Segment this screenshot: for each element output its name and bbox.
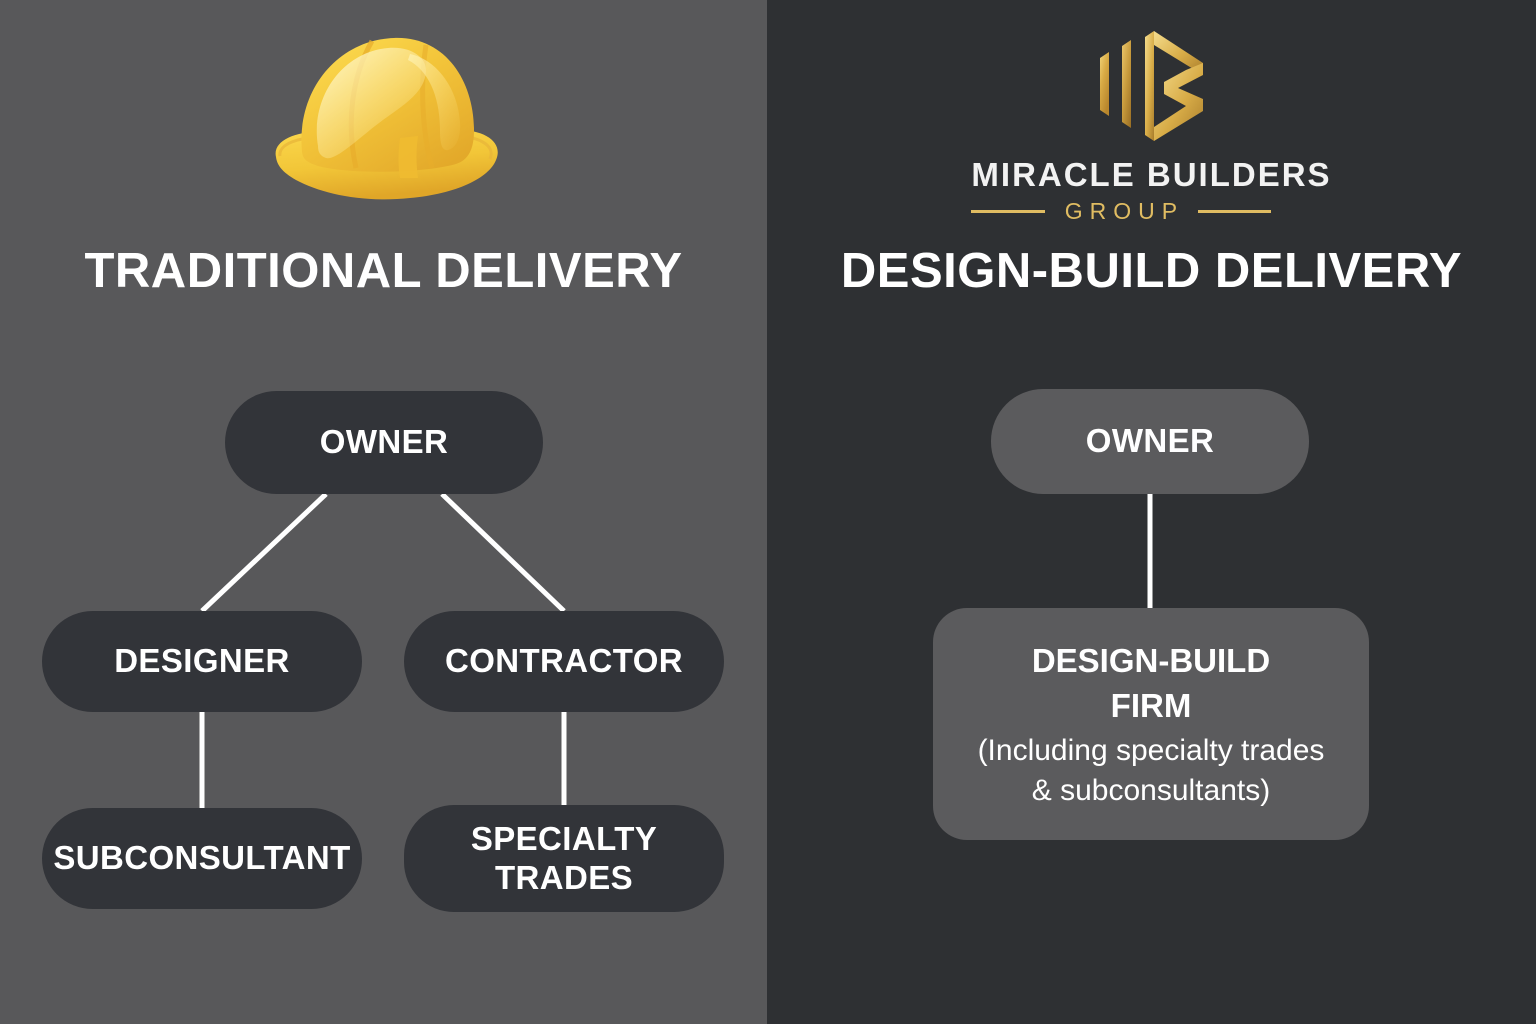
logo-company-name: MIRACLE BUILDERS [971, 156, 1332, 193]
miracle-builders-monogram-icon [1099, 31, 1203, 141]
node-specialty-trades[interactable]: SPECIALTY TRADES [404, 805, 724, 912]
node-specialty-trades-label: SPECIALTY TRADES [470, 819, 658, 896]
logo-rule-right [1198, 210, 1272, 213]
right-panel-header: MIRACLE BUILDERS GROUP DESIGN-BUILD DELI… [767, 0, 1536, 320]
node-designer[interactable]: DESIGNER [42, 611, 362, 712]
logo-wordmark: MIRACLE BUILDERS GROUP [971, 158, 1331, 223]
node-design-build-firm[interactable]: DESIGN-BUILD FIRM (Including specialty t… [933, 608, 1369, 840]
node-contractor[interactable]: CONTRACTOR [404, 611, 724, 712]
left-panel-title: TRADITIONAL DELIVERY [84, 244, 683, 298]
node-owner-traditional-label: OWNER [319, 423, 449, 461]
traditional-delivery-diagram: OWNER DESIGNER CONTRACTOR SUBCONSULTANT … [0, 0, 767, 1024]
node-contractor-label: CONTRACTOR [444, 642, 684, 680]
node-owner-design-build[interactable]: OWNER [991, 389, 1309, 494]
right-panel-title: DESIGN-BUILD DELIVERY [840, 244, 1463, 298]
node-owner-traditional[interactable]: OWNER [225, 391, 543, 494]
logo-rule-left [971, 210, 1045, 213]
node-design-build-firm-title: DESIGN-BUILD FIRM [1031, 641, 1271, 725]
design-build-delivery-panel: MIRACLE BUILDERS GROUP DESIGN-BUILD DELI… [767, 0, 1536, 1024]
logo-group-word: GROUP [1064, 198, 1185, 224]
miracle-builders-group-logo: MIRACLE BUILDERS GROUP [767, 28, 1536, 223]
node-subconsultant[interactable]: SUBCONSULTANT [42, 808, 362, 909]
design-build-connector-lines [1147, 494, 1153, 608]
traditional-delivery-panel: TRADITIONAL DELIVERY OWNER DESIGNER CONT… [0, 0, 767, 1024]
node-subconsultant-label: SUBCONSULTANT [53, 839, 351, 877]
left-panel-header: TRADITIONAL DELIVERY [0, 0, 767, 320]
design-build-delivery-diagram: OWNER DESIGN-BUILD FIRM (Including speci… [767, 0, 1536, 1024]
node-design-build-firm-subtitle: (Including specialty trades & subconsult… [977, 733, 1325, 807]
logo-group-row: GROUP [971, 198, 1272, 224]
node-designer-label: DESIGNER [114, 642, 290, 680]
hard-hat-icon [0, 18, 767, 206]
node-owner-design-build-label: OWNER [1085, 422, 1215, 460]
